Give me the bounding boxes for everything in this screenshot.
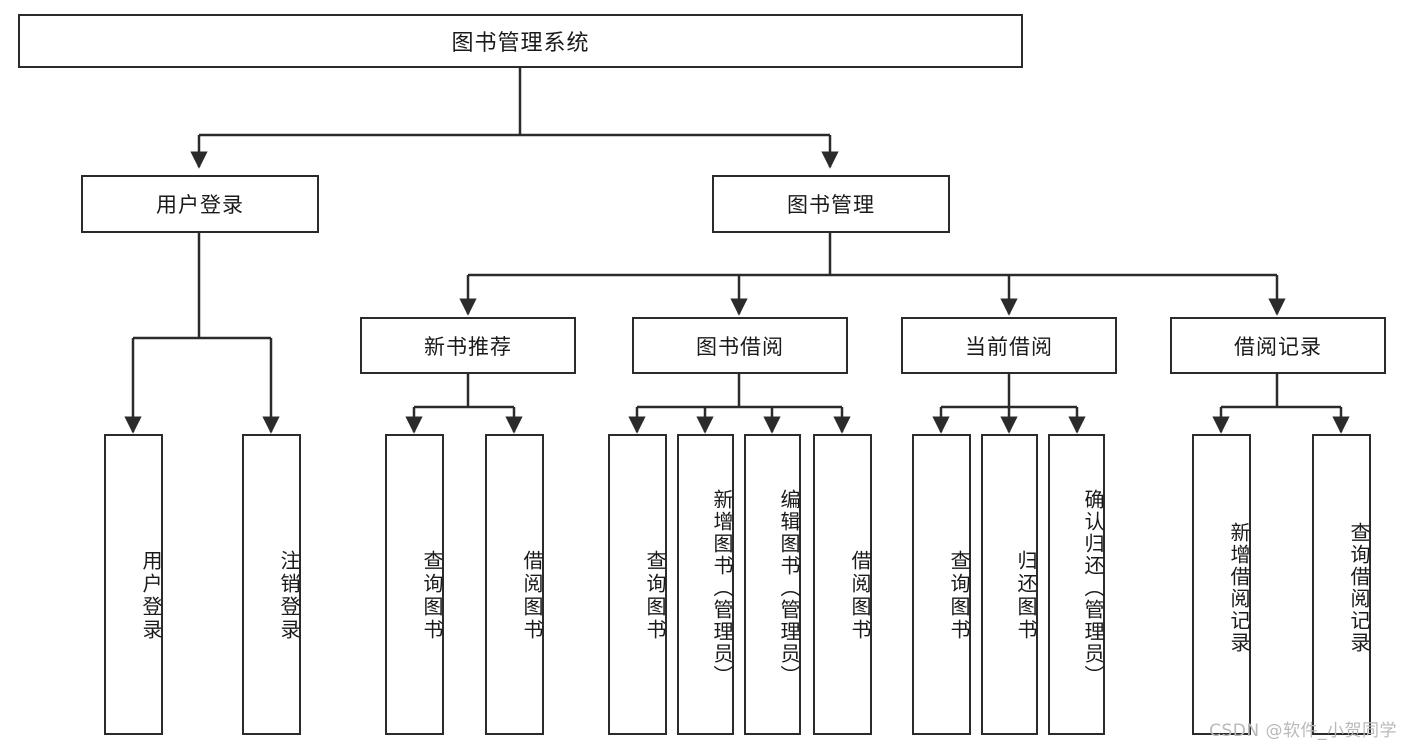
node-label: 新增借阅记录 [1227, 521, 1251, 654]
leaf-query-book-recommend[interactable]: 查询图书 [385, 434, 444, 735]
node-label: 查询借阅记录 [1347, 521, 1371, 654]
leaf-add-book[interactable]: 新增图书（管理员） [677, 434, 734, 735]
leaf-query-book-current[interactable]: 查询图书 [912, 434, 971, 735]
node-label: 图书管理系统 [451, 31, 590, 56]
leaf-query-book-borrow[interactable]: 查询图书 [608, 434, 667, 735]
node-label: 当前借阅 [965, 334, 1053, 359]
node-label: 确认归还（管理员） [1081, 488, 1105, 687]
node-label: 图书借阅 [696, 334, 784, 359]
node-label: 编辑图书（管理员） [777, 488, 801, 687]
node-label: 查询图书 [420, 549, 444, 642]
node-label: 图书管理 [787, 193, 875, 217]
node-user-login[interactable]: 用户登录 [81, 175, 319, 233]
node-borrow-record[interactable]: 借阅记录 [1170, 317, 1386, 374]
node-book-borrow[interactable]: 图书借阅 [632, 317, 848, 374]
leaf-return-book[interactable]: 归还图书 [981, 434, 1038, 735]
node-label: 借阅图书 [520, 549, 544, 642]
node-label: 借阅记录 [1234, 334, 1322, 359]
leaf-confirm-return[interactable]: 确认归还（管理员） [1048, 434, 1105, 735]
node-label: 新书推荐 [424, 334, 512, 359]
node-label: 借阅图书 [848, 549, 872, 642]
leaf-add-borrow-record[interactable]: 新增借阅记录 [1192, 434, 1251, 735]
node-label: 查询图书 [947, 549, 971, 642]
leaf-borrow-book-borrow[interactable]: 借阅图书 [813, 434, 872, 735]
watermark: CSDN @软件_小贺同学 [1209, 721, 1397, 741]
node-label: 新增图书（管理员） [710, 488, 734, 687]
node-new-book-recommend[interactable]: 新书推荐 [360, 317, 576, 374]
node-label: 用户登录 [139, 549, 163, 642]
node-root-system[interactable]: 图书管理系统 [18, 14, 1023, 68]
node-current-borrow[interactable]: 当前借阅 [901, 317, 1117, 374]
node-book-manage[interactable]: 图书管理 [712, 175, 950, 233]
leaf-user-login[interactable]: 用户登录 [104, 434, 163, 735]
node-label: 注销登录 [277, 549, 301, 642]
node-label: 查询图书 [643, 549, 667, 642]
node-label: 用户登录 [156, 193, 244, 217]
leaf-edit-book[interactable]: 编辑图书（管理员） [744, 434, 801, 735]
node-label: 归还图书 [1014, 549, 1038, 642]
leaf-query-borrow-record[interactable]: 查询借阅记录 [1312, 434, 1371, 735]
leaf-borrow-book-recommend[interactable]: 借阅图书 [485, 434, 544, 735]
leaf-logout[interactable]: 注销登录 [242, 434, 301, 735]
